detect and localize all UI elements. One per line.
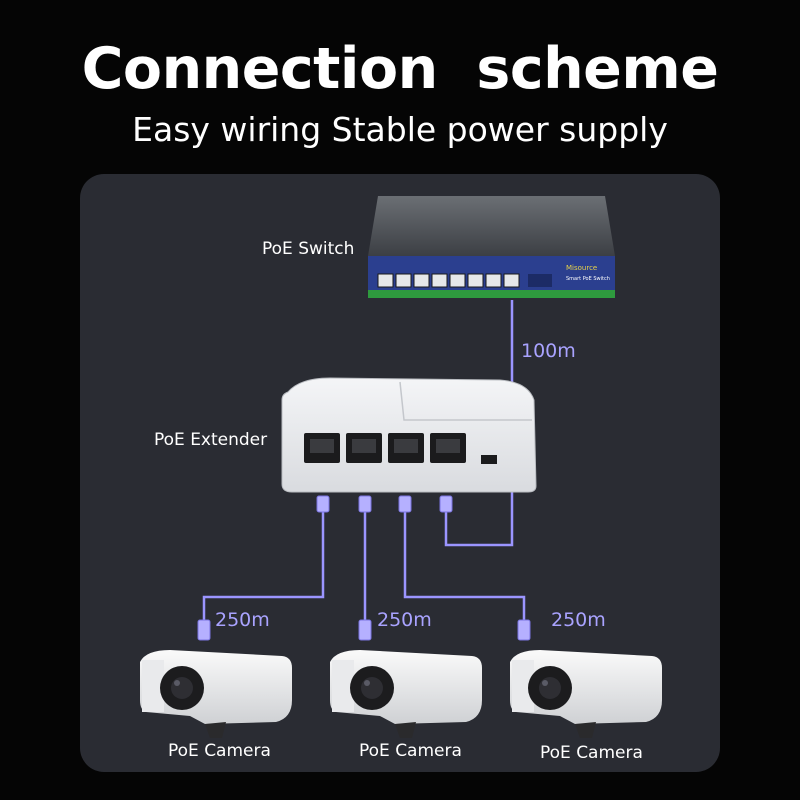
switch-model: Smart PoE Switch — [566, 276, 610, 282]
rj45-plug — [439, 495, 453, 513]
rj45-plug — [316, 495, 330, 513]
rj45-plug — [358, 495, 372, 513]
rj45-plug — [398, 495, 412, 513]
camera-2-graphic — [330, 650, 482, 738]
camera3-distance: 250m — [551, 609, 606, 631]
page-subtitle: Easy wiring Stable power supply — [132, 110, 668, 149]
camera-1-graphic — [140, 650, 292, 738]
rj45-plug — [358, 619, 372, 641]
page-title: Connection scheme — [81, 36, 719, 102]
extender-led — [481, 455, 497, 464]
extender-label: PoE Extender — [154, 430, 268, 450]
poe-switch — [368, 196, 615, 298]
camera2-distance: 250m — [377, 609, 432, 631]
camera1-cable — [202, 512, 325, 622]
camera-label-3: PoE Camera — [540, 743, 643, 763]
switch-ports — [377, 273, 520, 288]
camera-label-1: PoE Camera — [168, 741, 271, 761]
rj45-plug — [517, 619, 531, 641]
camera-label-2: PoE Camera — [359, 741, 462, 761]
uplink-distance: 100m — [521, 340, 576, 362]
rj45-plug — [197, 619, 211, 641]
camera1-distance: 250m — [215, 609, 270, 631]
poe-extender — [281, 377, 537, 493]
switch-brand: Misource — [566, 264, 597, 272]
switch-label: PoE Switch — [262, 239, 355, 259]
extender-ports — [304, 433, 466, 463]
camera3-cable — [403, 512, 526, 622]
camera-3-graphic — [510, 650, 662, 738]
